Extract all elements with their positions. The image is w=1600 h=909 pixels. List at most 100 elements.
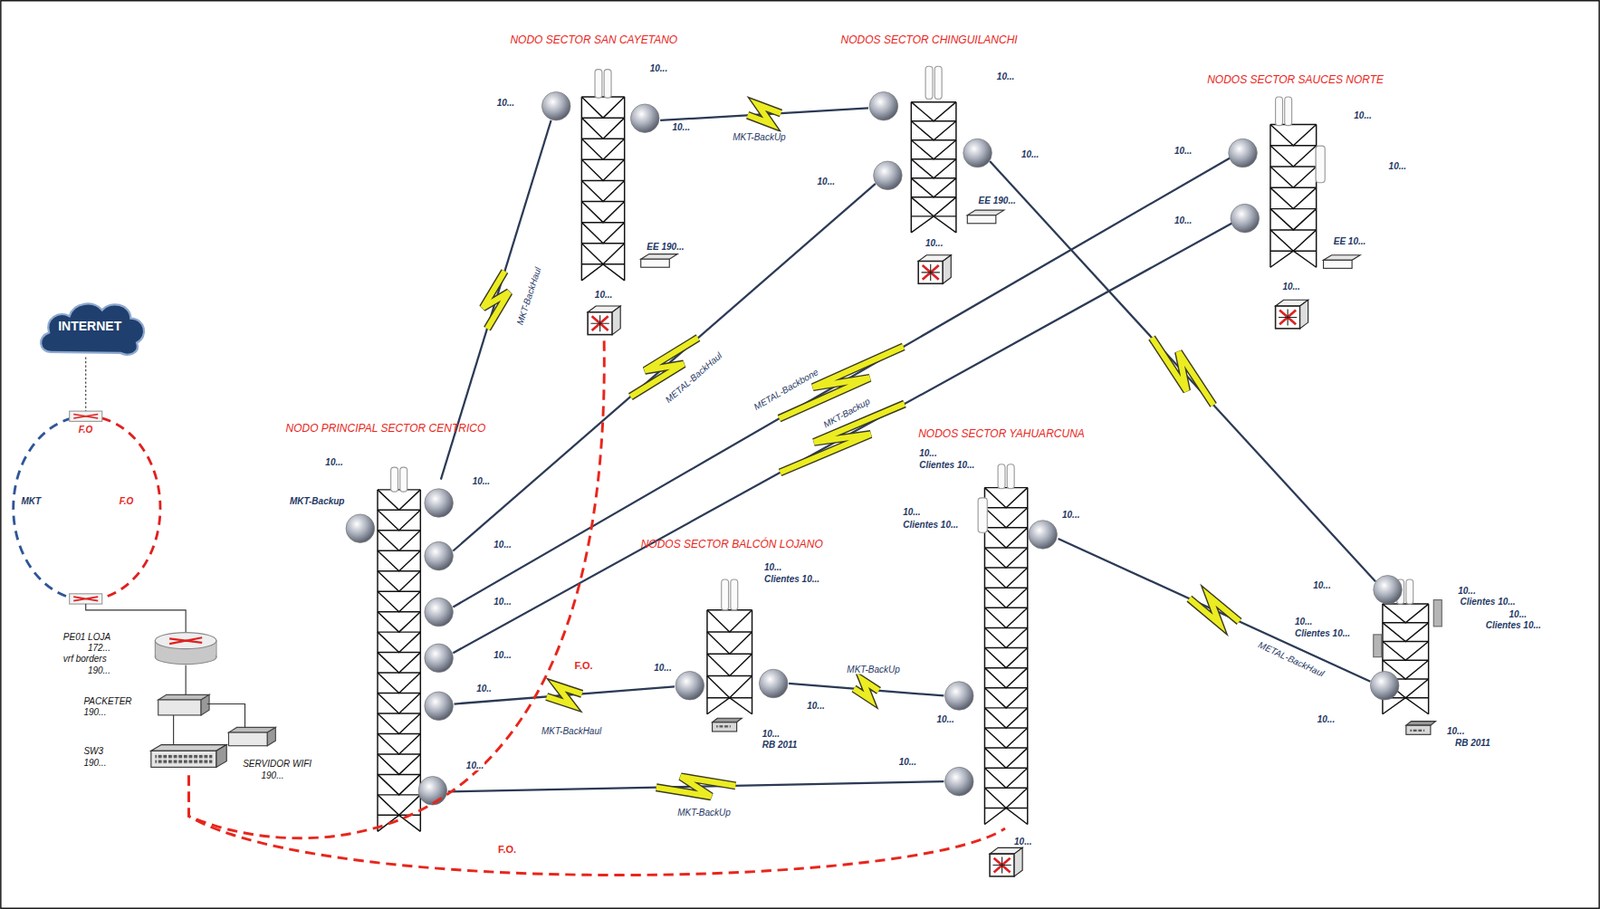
omni-antenna	[1284, 96, 1293, 126]
tower-brace	[984, 766, 1027, 768]
lightning-bolt	[747, 104, 782, 125]
node-text: 190...	[260, 770, 284, 781]
omni-antenna	[925, 66, 933, 99]
lattice-tower	[984, 488, 1027, 825]
ip-label: 10...	[816, 176, 836, 187]
link-label: MKT-Backup	[820, 395, 874, 432]
radio-dish	[873, 161, 903, 191]
tower-brace	[984, 647, 1027, 649]
lightning-bolt	[1188, 596, 1239, 624]
tower-brace	[984, 688, 1027, 709]
lattice-tower	[377, 489, 421, 832]
tower-brace	[984, 747, 1027, 768]
tower-brace	[984, 787, 1027, 789]
tower-brace	[1270, 208, 1317, 210]
switch-ports	[154, 754, 212, 765]
lightning-bolt	[1188, 596, 1239, 624]
lightning-bolt	[482, 271, 509, 330]
dotted-link	[85, 356, 87, 412]
rb-device-ports	[716, 725, 731, 729]
radio-dish	[758, 669, 788, 699]
site-title: NODOS SECTOR YAHUARCUNA	[918, 428, 1085, 441]
ip-label: Clientes 10...	[1485, 620, 1543, 631]
tower-brace	[984, 747, 1027, 748]
tower-brace	[377, 612, 421, 633]
omni-antenna	[721, 579, 729, 611]
tower-brace	[707, 631, 753, 633]
tower-brace	[581, 96, 624, 118]
ip-label: 10...	[1061, 509, 1081, 520]
tower-brace	[377, 489, 421, 510]
rb-device-top	[1406, 721, 1437, 727]
router-cube-front	[918, 260, 943, 284]
ee-device-top	[1323, 255, 1361, 261]
tower-brace	[910, 158, 957, 160]
rb-device-top	[712, 718, 743, 723]
ip-label: 10...	[465, 760, 485, 771]
link-label: F.O.	[496, 843, 518, 855]
device-node: PE01 LOJA172...vrf borders190...	[61, 627, 223, 687]
tower-brace	[377, 529, 421, 531]
tower-brace	[1270, 145, 1317, 167]
tower-brace	[377, 671, 421, 673]
node-text: SW3	[83, 746, 104, 757]
ip-label: 10...	[1173, 215, 1193, 226]
router-cube-side	[942, 255, 951, 285]
router-cube-side	[1014, 847, 1023, 877]
uplink-wire	[86, 603, 186, 633]
tower-brace	[377, 652, 421, 673]
ee-device	[641, 258, 671, 268]
ring-label: MKT	[20, 496, 43, 507]
tower-brace	[1382, 660, 1429, 662]
device-node: 10...RB 2011	[1301, 571, 1562, 751]
router-cube-front	[989, 853, 1015, 877]
radio-link	[452, 158, 1230, 608]
tower-brace	[377, 571, 421, 592]
ip-label: 10...	[649, 63, 669, 74]
tower-brace	[984, 566, 1027, 568]
tower-brace	[377, 774, 421, 795]
router-cube-front	[1275, 306, 1301, 329]
tower-brace	[581, 138, 624, 160]
link-label: MKT-BackHaul	[539, 725, 604, 736]
tower-brace	[984, 607, 1027, 628]
tower-brace	[910, 120, 957, 122]
tower-leg	[1270, 250, 1317, 268]
omni-antenna	[391, 467, 399, 492]
tower-leg	[707, 698, 753, 715]
router-cube-side	[612, 306, 621, 336]
radio-dish	[424, 541, 454, 571]
node-text: vrf borders	[63, 653, 107, 664]
device-node: PACKETER190...	[81, 691, 214, 720]
radio-dish	[1230, 203, 1260, 233]
tower-leg	[1382, 698, 1429, 715]
tower-brace	[984, 607, 1027, 609]
ip-label: EE 190...	[977, 195, 1017, 206]
tower-brace	[984, 507, 1027, 508]
ip-label: 10...	[805, 700, 825, 711]
tower-brace	[984, 708, 1027, 729]
switch-top	[151, 745, 227, 752]
omni-antenna	[977, 498, 987, 533]
rb-device-ports	[1409, 728, 1425, 732]
tower-brace	[377, 550, 421, 571]
server-side	[267, 727, 276, 746]
server-box	[228, 732, 268, 747]
ip-label: 10..	[475, 683, 493, 694]
tower-brace	[377, 509, 421, 511]
router-arrows	[169, 637, 202, 644]
tower-brace	[984, 707, 1027, 709]
lightning-bolt	[853, 680, 879, 700]
ip-label: 10...	[1293, 616, 1313, 627]
device-arrows	[73, 413, 98, 419]
lattice-tower	[1270, 124, 1317, 268]
tower-brace	[984, 667, 1027, 669]
tower-brace	[377, 692, 421, 694]
tower-brace	[984, 547, 1027, 568]
tower-brace	[984, 487, 1027, 489]
tower-brace	[1270, 187, 1317, 209]
rb-device	[712, 722, 738, 732]
lightning-bolt	[853, 680, 879, 700]
ip-label: 10...	[652, 662, 672, 673]
fiber-link	[189, 340, 605, 838]
